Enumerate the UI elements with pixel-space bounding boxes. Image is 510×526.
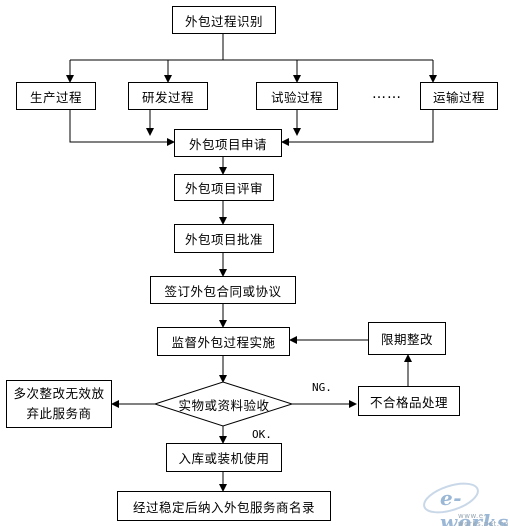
ellipsis-more-processes: …… — [372, 86, 402, 102]
node-inspection-decision: 实物或资料验收 — [178, 397, 270, 413]
node-outsourcing-identification: 外包过程识别 — [172, 6, 276, 34]
edge-transport-apply — [281, 110, 434, 146]
node-nonconforming-handling: 不合格品处理 — [358, 386, 460, 416]
edge-label-ok: OK. — [252, 428, 272, 441]
e-works-logo — [423, 482, 479, 514]
node-project-approval: 外包项目批准 — [174, 224, 274, 253]
edge-label-ng: NG. — [312, 381, 332, 394]
node-abandon-provider: 多次整改无效放弃此服务商 — [6, 380, 112, 428]
watermark-url: www.e-works.net.cn — [458, 512, 509, 526]
node-testing-process: 试验过程 — [256, 82, 338, 110]
decision-diamond-shape — [153, 381, 294, 427]
node-transport-process: 运输过程 — [420, 82, 498, 110]
node-sign-contract: 签订外包合同或协议 — [150, 276, 296, 304]
edge-production-apply — [69, 110, 175, 146]
node-supervise-implementation: 监督外包过程实施 — [157, 327, 290, 356]
node-rnd-process: 研发过程 — [128, 82, 208, 110]
node-register-provider: 经过稳定后纳入外包服务商名录 — [117, 491, 331, 521]
node-project-application: 外包项目申请 — [174, 129, 282, 157]
node-project-review: 外包项目评审 — [174, 174, 274, 201]
node-storage-or-install: 入库或装机使用 — [166, 443, 282, 472]
watermark-logo-text: e-works — [440, 486, 509, 526]
node-rectify-deadline: 限期整改 — [368, 322, 446, 355]
node-production-process: 生产过程 — [16, 82, 96, 110]
